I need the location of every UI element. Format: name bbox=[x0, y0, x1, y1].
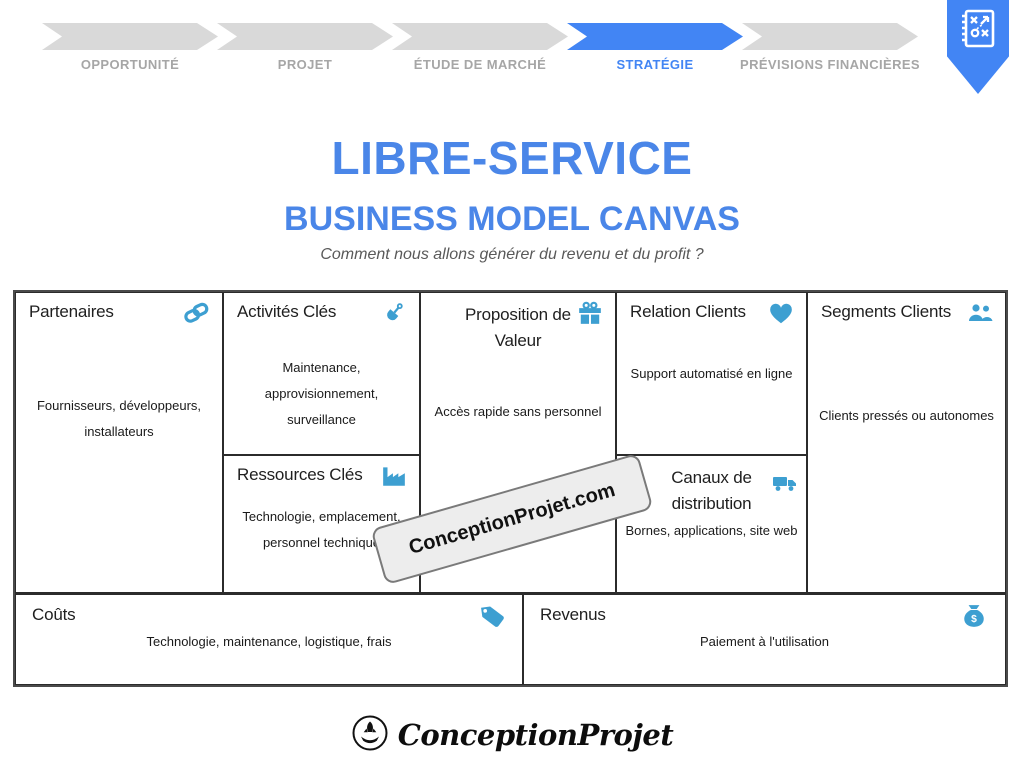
cell-revenus: Revenus $ Paiement à l'utilisation bbox=[523, 593, 1006, 685]
truck-icon bbox=[772, 472, 798, 496]
step-chevron-previsions[interactable] bbox=[742, 23, 918, 50]
cell-couts: Coûts Technologie, maintenance, logistiq… bbox=[15, 593, 523, 685]
heart-icon bbox=[768, 301, 794, 325]
step-label-previsions[interactable]: PRÉVISIONS FINANCIÈRES bbox=[740, 57, 920, 72]
tag-icon bbox=[478, 603, 504, 627]
cell-content: Support automatisé en ligne bbox=[630, 366, 793, 381]
cell-segments-clients: Segments Clients Clients pressés ou auto… bbox=[807, 292, 1006, 593]
shovel-icon bbox=[381, 301, 407, 325]
step-label-strategie[interactable]: STRATÉGIE bbox=[616, 57, 694, 72]
cell-activites-cles: Activités Clés Maintenance, approvisionn… bbox=[223, 292, 420, 455]
page-title: LIBRE-SERVICE bbox=[331, 132, 693, 184]
business-model-canvas: Partenaires Fournisseurs, développeurs, … bbox=[13, 290, 1008, 687]
svg-text:$: $ bbox=[971, 614, 977, 625]
cell-title: Canaux de distribution bbox=[671, 468, 752, 513]
page-tagline: Comment nous allons générer du revenu et… bbox=[320, 246, 704, 263]
step-label-opportunite[interactable]: OPPORTUNITÉ bbox=[80, 57, 180, 72]
cell-content: Clients pressés ou autonomes bbox=[819, 408, 994, 423]
cell-content: Technologie, maintenance, logistique, fr… bbox=[146, 634, 392, 649]
cell-title: Partenaires bbox=[29, 302, 114, 321]
gift-icon bbox=[577, 301, 603, 325]
cell-content: Fournisseurs, développeurs, installateur… bbox=[36, 398, 202, 439]
step-chevron-projet[interactable] bbox=[217, 23, 393, 50]
cell-content: Bornes, applications, site web bbox=[625, 523, 798, 538]
page-subtitle: BUSINESS MODEL CANVAS bbox=[284, 200, 740, 238]
cell-title: Revenus bbox=[540, 605, 606, 624]
strategy-board-icon bbox=[962, 9, 995, 48]
cell-relation-clients: Relation Clients Support automatisé en l… bbox=[616, 292, 807, 455]
cell-partenaires: Partenaires Fournisseurs, développeurs, … bbox=[15, 292, 223, 593]
step-chevron-strategie[interactable] bbox=[567, 23, 743, 50]
step-chevron-etude-de-marche[interactable] bbox=[392, 23, 568, 50]
cell-content: Maintenance, approvisionnement, surveill… bbox=[264, 360, 379, 427]
cell-content: Paiement à l'utilisation bbox=[700, 634, 829, 649]
cell-content: Accès rapide sans personnel bbox=[434, 404, 602, 419]
cell-content: Technologie, emplacement, personnel tech… bbox=[242, 509, 401, 550]
hand-rocket-icon bbox=[351, 714, 389, 757]
cell-title: Proposition de Valeur bbox=[465, 305, 571, 350]
cell-title: Relation Clients bbox=[630, 302, 746, 321]
people-icon bbox=[967, 301, 993, 325]
strategy-bookmark-ribbon bbox=[947, 0, 1009, 94]
cell-canaux-de-distribution: Canaux de distribution Bornes, applicati… bbox=[616, 455, 807, 593]
step-label-etude-de-marche[interactable]: ÉTUDE DE MARCHÉ bbox=[413, 57, 547, 72]
factory-icon bbox=[381, 464, 407, 488]
cell-title: Coûts bbox=[32, 605, 76, 624]
money-bag-icon: $ bbox=[961, 603, 987, 627]
step-chevron-opportunite[interactable] bbox=[42, 23, 218, 50]
brand-name: ConceptionProjet bbox=[397, 718, 674, 752]
brand-footer: ConceptionProjet bbox=[0, 712, 1024, 758]
cell-title: Segments Clients bbox=[821, 302, 952, 321]
cell-title: Activités Clés bbox=[237, 302, 337, 321]
step-label-projet[interactable]: PROJET bbox=[277, 57, 333, 72]
link-icon bbox=[184, 301, 210, 325]
cell-title: Ressources Clés bbox=[237, 465, 363, 484]
